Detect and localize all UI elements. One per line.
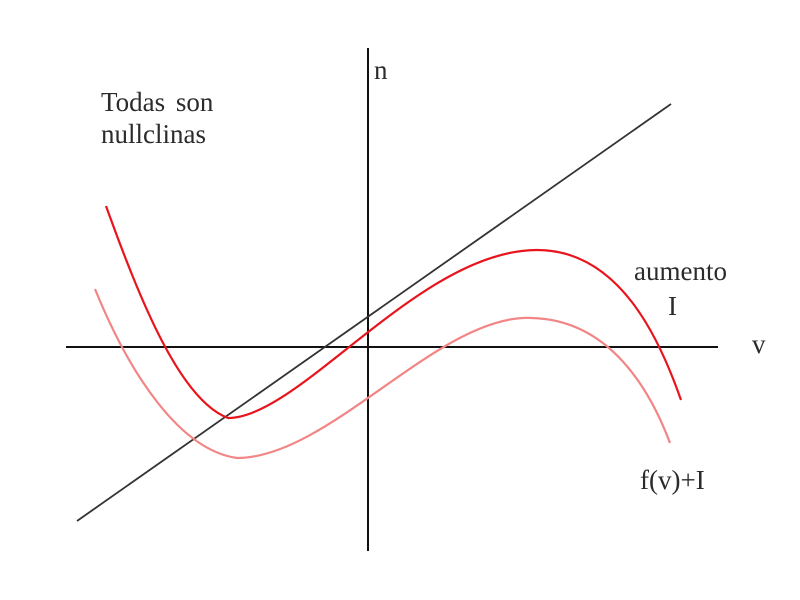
nullclines-note-line1: Todas son: [101, 87, 214, 117]
function-label: f(v)+I: [640, 465, 705, 495]
v-axis-label: v: [752, 329, 766, 359]
nullclines-note: Todas son nullclinas: [101, 86, 213, 151]
increase-I-label: I: [668, 291, 677, 321]
n-axis-label: n: [374, 55, 388, 85]
increase-label: aumento: [634, 256, 727, 286]
cubic-nullcline-high: [104, 205, 683, 420]
linear-nullcline: [76, 103, 672, 522]
nullclines-note-line2: nullclinas: [101, 119, 206, 150]
cubic-nullcline-low: [93, 288, 672, 460]
